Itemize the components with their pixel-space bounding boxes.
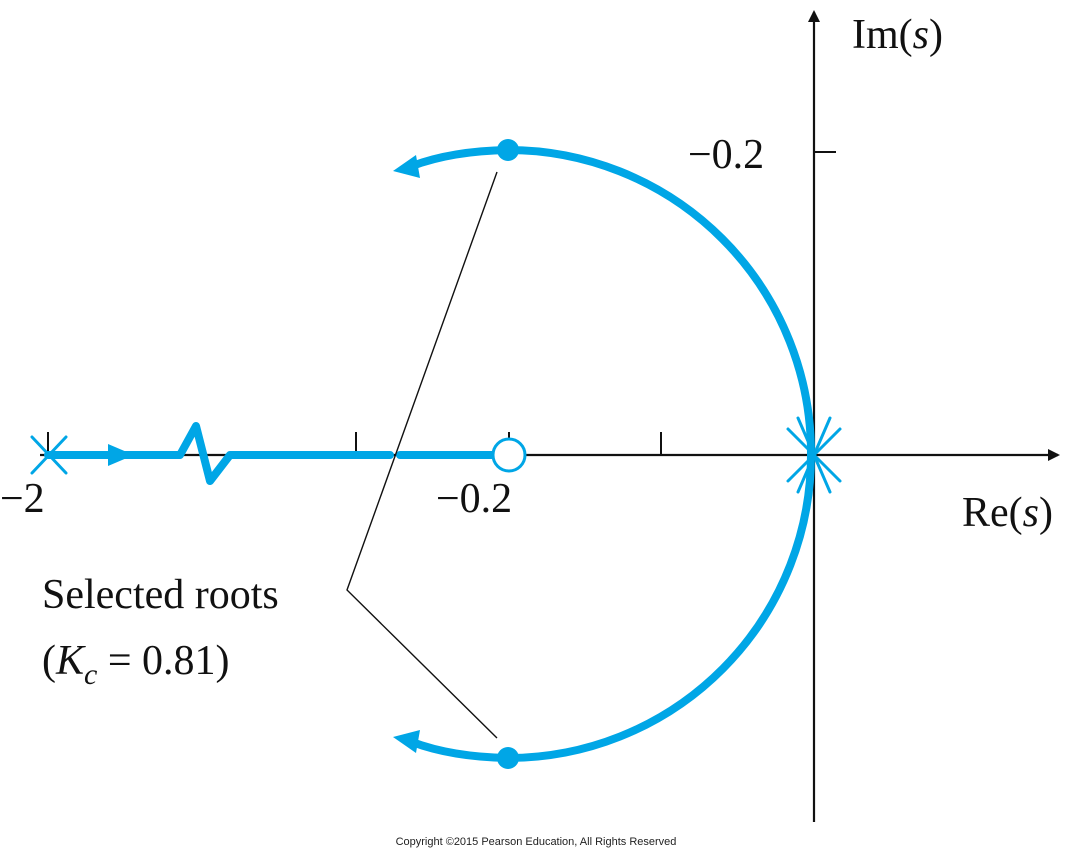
annotation-leader-lines <box>346 171 498 739</box>
real-tick-label-neg02: −0.2 <box>436 476 512 522</box>
real-axis-label: Re(s) <box>962 490 1053 536</box>
lower-locus-extension <box>408 738 512 762</box>
selected-root-lower <box>497 747 519 769</box>
imag-axis-label: Im(s) <box>852 12 943 58</box>
upper-locus-extension <box>408 146 512 170</box>
selected-root-upper <box>497 139 519 161</box>
real-axis-direction-arrow <box>108 444 134 466</box>
pole-marker-neg2 <box>30 435 68 475</box>
pole-marker-origin-double <box>786 416 842 494</box>
copyright-footer: Copyright ©2015 Pearson Education, All R… <box>396 836 677 848</box>
real-tick-label-neg2: −2 <box>0 476 45 522</box>
upper-locus-arrow <box>393 155 420 178</box>
annotation-gain-value: (Kc = 0.81) <box>42 638 230 691</box>
real-axis-locus-branch <box>44 422 394 485</box>
zero-marker <box>491 437 527 473</box>
lower-locus-arrow <box>393 730 420 753</box>
annotation-selected-roots: Selected roots <box>42 572 279 618</box>
imag-tick-label: −0.2 <box>688 132 764 178</box>
